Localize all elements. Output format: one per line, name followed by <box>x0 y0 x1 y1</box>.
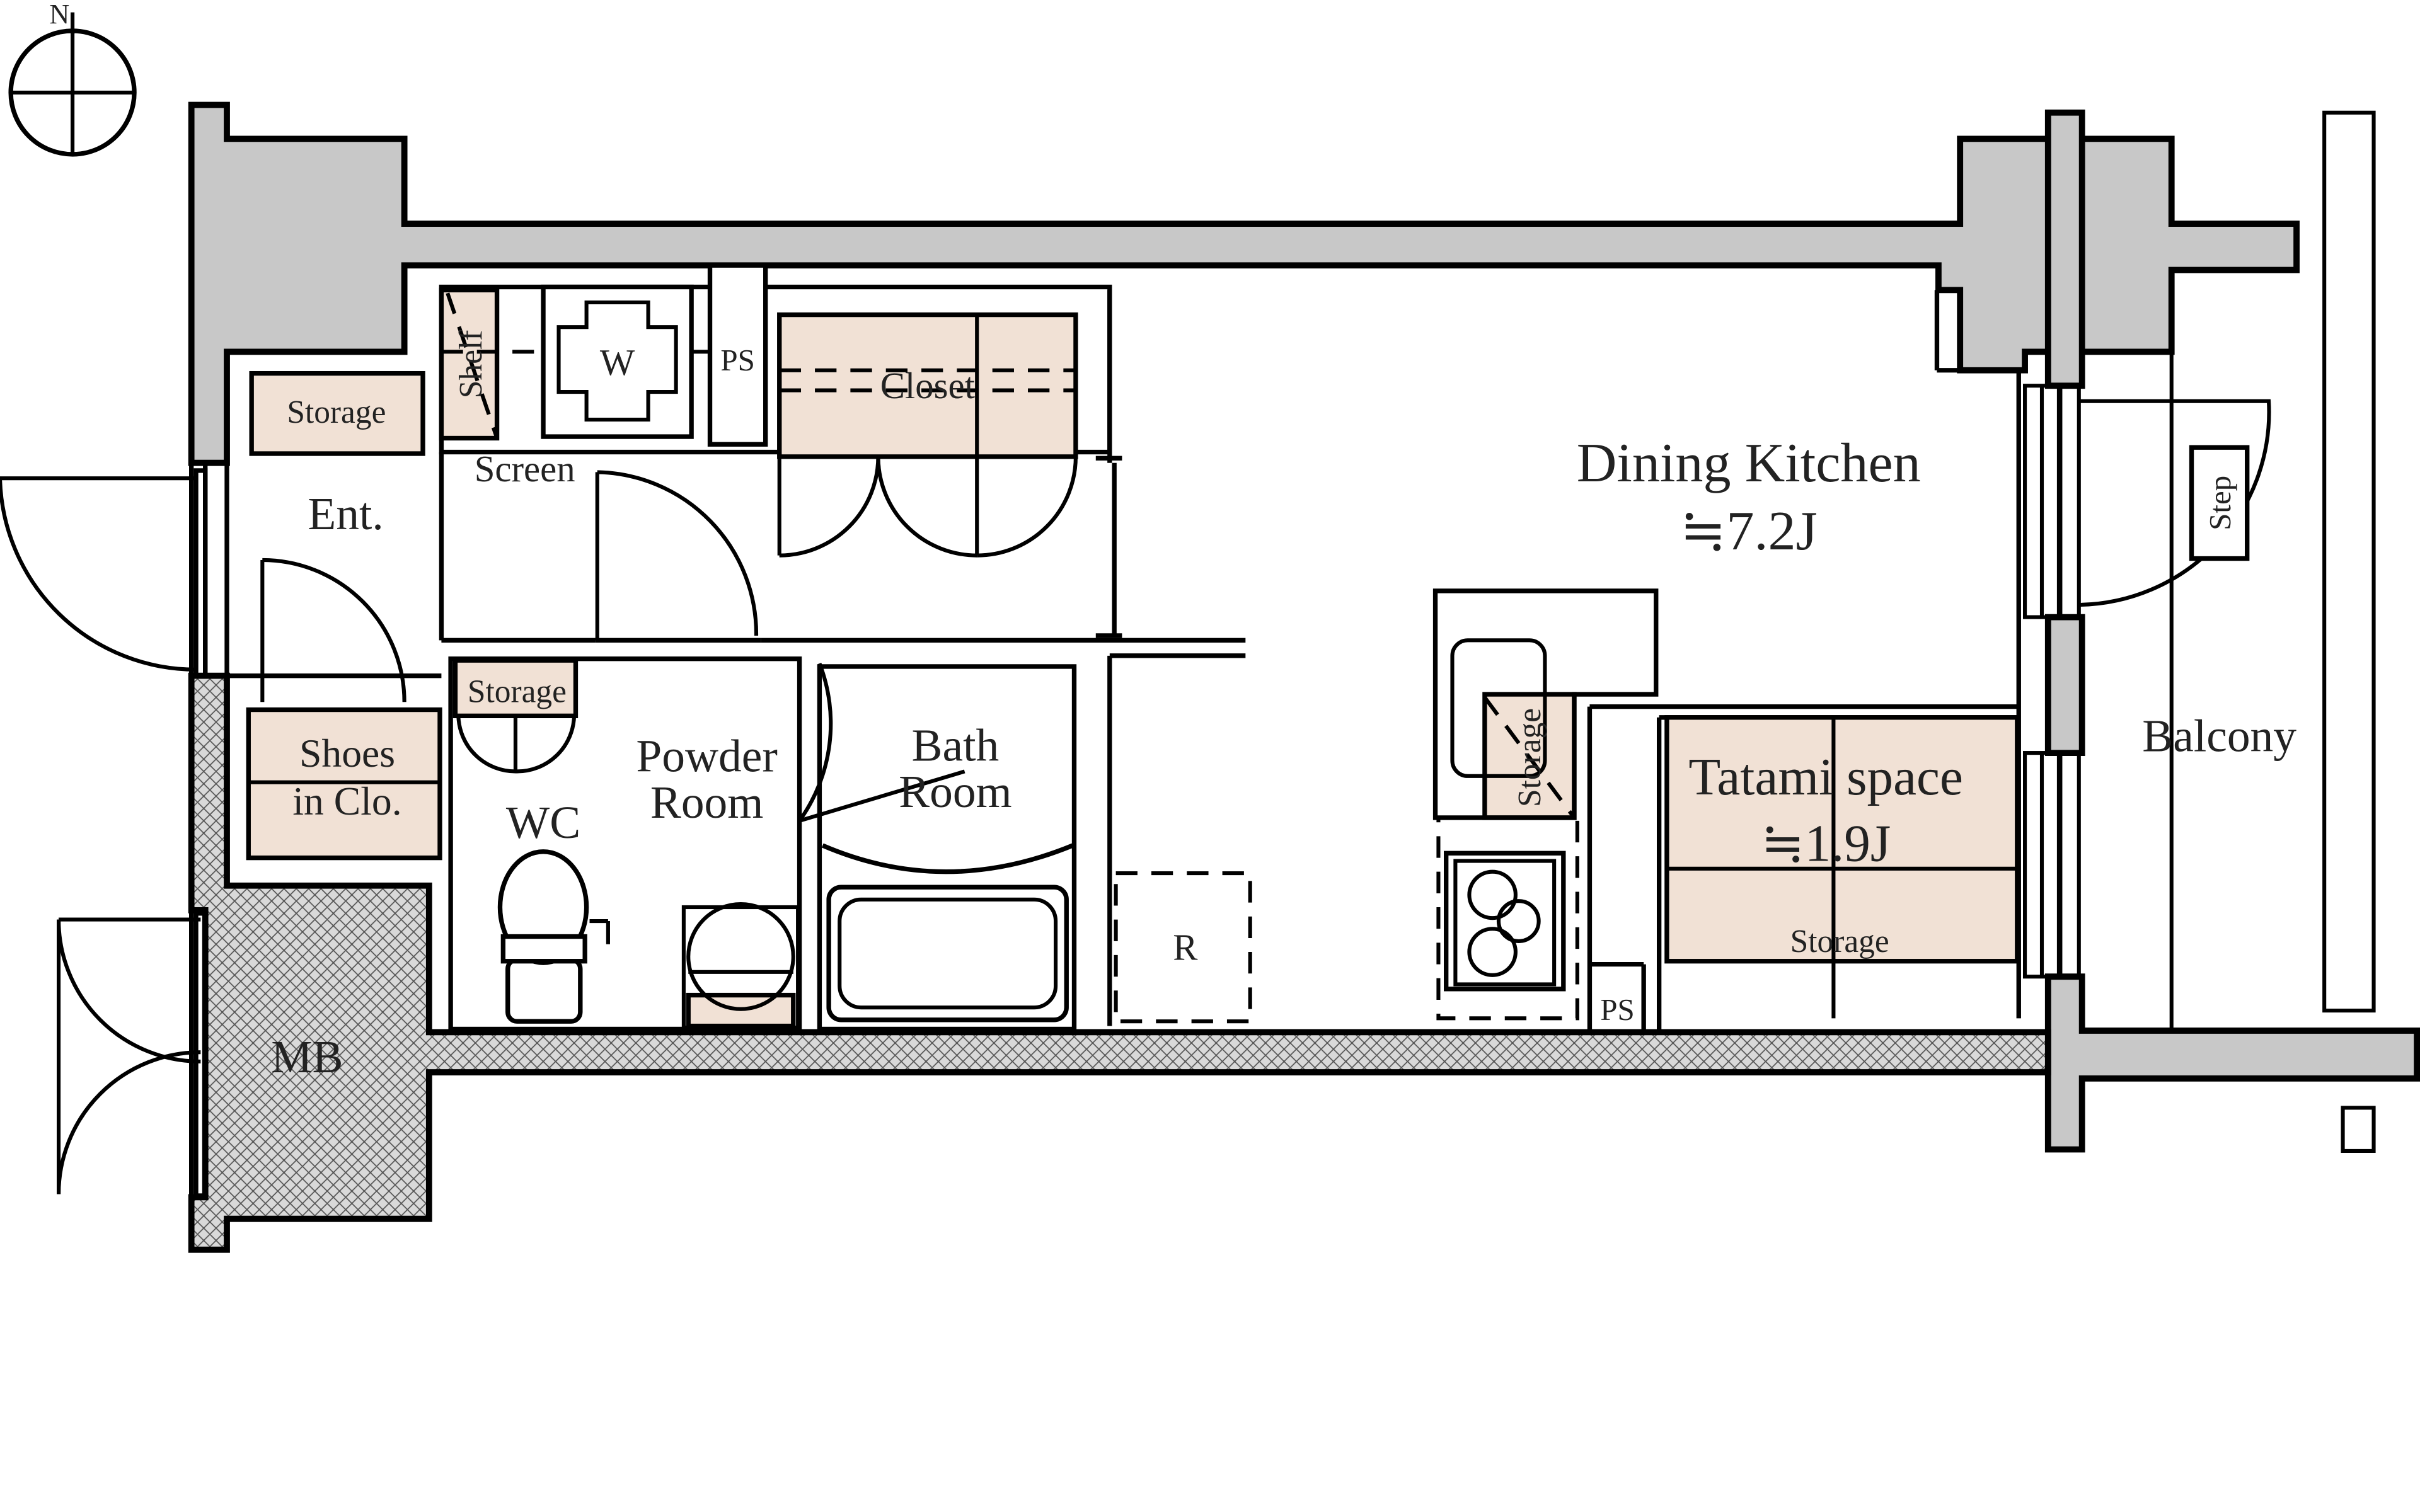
powder-room-label-line1: Powder <box>636 730 777 781</box>
wc-storage-box <box>452 658 579 718</box>
step-label: Step <box>2203 476 2237 530</box>
dining-kitchen-area: ≒7.2J <box>1680 500 1818 562</box>
storage-dividers <box>248 292 2017 1019</box>
cooktop-icon <box>1444 850 1566 992</box>
kitchen-counter <box>1432 588 1659 1021</box>
kitchen-storage-label: Storage <box>1512 708 1548 807</box>
balcony-label: Balcony <box>2142 711 2296 762</box>
entrance-storage-label: Storage <box>287 394 386 430</box>
tatami-box <box>1664 715 2020 964</box>
closet-label: Closet <box>880 365 975 406</box>
closet-box <box>777 312 1078 459</box>
entrance-storage-box <box>249 370 425 456</box>
refrigerator-label: R <box>1173 927 1198 968</box>
toilet-icon <box>497 849 610 1024</box>
entrance-label: Ent. <box>308 488 383 539</box>
washer-label: W <box>600 342 635 383</box>
pipe-space-top-label: PS <box>720 343 754 377</box>
washbasin-icon <box>681 902 800 1030</box>
pipe-space-top-box <box>707 263 768 447</box>
shelf-label: Shelf <box>453 329 489 398</box>
step-box <box>2189 445 2250 561</box>
north-label: N <box>49 0 69 30</box>
wc-storage-label: Storage <box>468 673 567 709</box>
shoes-closet-label-line1: Shoes <box>299 731 395 776</box>
wc-label: WC <box>506 797 580 848</box>
washer-icon <box>541 284 694 439</box>
dining-kitchen-label: Dining Kitchen <box>1577 432 1921 494</box>
labels: Ent. Dining Kitchen ≒7.2J Tatami space ≒… <box>271 329 2296 1082</box>
bathtub-icon <box>821 843 1074 1022</box>
bath-room-label-line2: Room <box>899 766 1012 817</box>
pipe-space-bottom-label: PS <box>1600 992 1634 1027</box>
balcony-rails <box>2169 110 2376 1031</box>
tatami-space-label: Tatami space <box>1688 748 1963 806</box>
bath-room-label-line1: Bath <box>912 719 1000 770</box>
screen-label: Screen <box>475 449 575 490</box>
meter-box-label: MB <box>271 1031 343 1082</box>
doors <box>0 384 2376 1194</box>
north-compass-icon <box>8 12 137 157</box>
tatami-storage-label: Storage <box>1790 924 1889 959</box>
tatami-space-area: ≒1.9J <box>1761 815 1891 873</box>
shoes-closet-label-line2: in Clo. <box>292 779 401 823</box>
powder-room-label-line2: Room <box>650 777 764 828</box>
storage-areas <box>246 287 2020 1029</box>
